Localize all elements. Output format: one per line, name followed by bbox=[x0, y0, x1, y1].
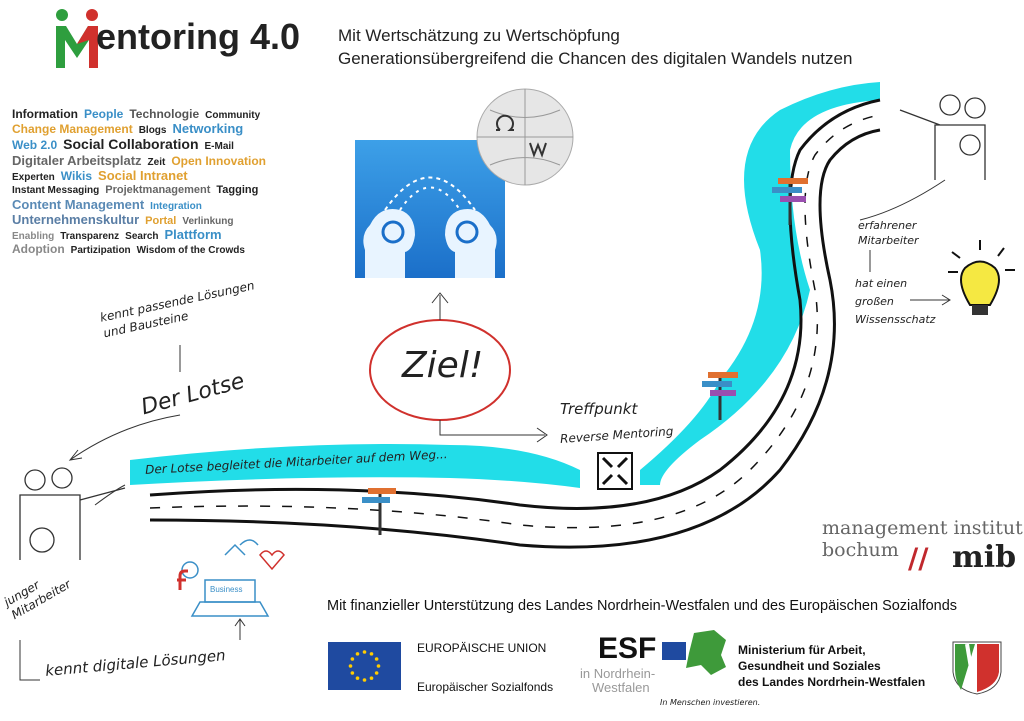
word-cloud-term: Technologie bbox=[129, 107, 200, 121]
esf-nrw-2: Westfalen bbox=[592, 680, 650, 695]
eu-star bbox=[369, 652, 374, 656]
word-cloud-term: Plattform bbox=[164, 227, 222, 243]
word-cloud-term: Blogs bbox=[138, 125, 167, 137]
word-cloud-term: Zeit bbox=[147, 156, 166, 168]
heads-gears-icon bbox=[363, 176, 497, 278]
esf-slogan: In Menschen investieren. bbox=[660, 698, 761, 707]
experienced-mentors-sketch bbox=[899, 94, 986, 180]
meeting-icon bbox=[597, 452, 633, 490]
word-cloud-term: People bbox=[84, 107, 124, 121]
mentoring-logo bbox=[52, 4, 98, 74]
note-treffpunkt: Treffpunkt bbox=[560, 400, 638, 418]
road-edge-2 bbox=[149, 128, 881, 549]
eu-star bbox=[376, 664, 381, 668]
eu-line2: Europäischer Sozialfonds bbox=[417, 680, 554, 694]
facebook-icon bbox=[177, 569, 188, 590]
ministry-line1: Ministerium für Arbeit, bbox=[738, 643, 866, 657]
eu-star bbox=[369, 676, 374, 680]
eu-star bbox=[355, 676, 360, 680]
note-ziel: Ziel! bbox=[402, 345, 484, 386]
river-right bbox=[640, 82, 880, 485]
eu-star bbox=[355, 652, 360, 656]
mentoring-figures-icon bbox=[56, 9, 98, 68]
word-cloud-term: Digitaler Arbeitsplatz bbox=[12, 152, 142, 168]
mib-line2: bochum bbox=[822, 539, 899, 561]
tagline-2: Generationsübergreifend die Chancen des … bbox=[338, 49, 853, 68]
eu-star bbox=[374, 657, 379, 661]
word-cloud-term: Change Management bbox=[12, 122, 133, 137]
mib-brand: mib bbox=[952, 540, 1017, 575]
eu-star bbox=[362, 650, 367, 654]
arrow-up bbox=[431, 292, 449, 320]
arrow-treffpunkt bbox=[439, 420, 548, 443]
arrow-lotse bbox=[68, 414, 181, 461]
river-left bbox=[130, 444, 580, 488]
word-cloud-term: Verlinkung bbox=[182, 215, 234, 227]
mib-line1: management institut bbox=[822, 517, 1023, 539]
tagline-1: Mit Wertschätzung zu Wertschöpfung bbox=[338, 26, 620, 45]
business-label: Business bbox=[210, 585, 243, 594]
signpost-icon bbox=[772, 178, 808, 225]
eu-star bbox=[350, 671, 355, 675]
signpost-icon bbox=[702, 372, 738, 420]
nrw-coat-of-arms-icon bbox=[952, 641, 1002, 695]
word-cloud-term: Community bbox=[205, 110, 261, 121]
eu-line1: EUROPÄISCHE UNION bbox=[417, 641, 547, 655]
word-cloud-term: Portal bbox=[145, 214, 177, 227]
word-cloud-term: Social Collaboration bbox=[63, 136, 199, 153]
word-cloud-term: Adoption bbox=[12, 242, 65, 257]
eu-star bbox=[348, 664, 353, 668]
word-cloud-term: Wikis bbox=[60, 169, 93, 184]
heart-icon bbox=[259, 550, 285, 571]
ministry-line2: Gesundheit und Soziales bbox=[738, 659, 881, 673]
word-cloud-term: Open Innovation bbox=[171, 153, 266, 168]
word-cloud-term: Enabling bbox=[12, 231, 55, 243]
note-wissensschatz: hat einen großen Wissensschatz bbox=[855, 277, 936, 326]
eu-flag bbox=[328, 642, 401, 690]
knowledge-exchange-image bbox=[355, 140, 505, 278]
signpost-icon bbox=[362, 488, 396, 535]
logo-text: entoring 4.0 bbox=[96, 16, 301, 57]
digital-solutions-sketch bbox=[181, 539, 270, 617]
word-cloud-term: Transparenz bbox=[60, 231, 120, 243]
eu-star bbox=[350, 657, 355, 661]
lightbulb-icon bbox=[948, 240, 1015, 315]
esf-nrw: in Nordrhein-Westfalen bbox=[580, 667, 655, 695]
word-cloud-term: Integration bbox=[150, 200, 202, 212]
word-cloud-term: Instant Messaging bbox=[12, 185, 100, 197]
ministry-line3: des Landes Nordrhein-Westfalen bbox=[738, 675, 926, 689]
eu-stars-icon bbox=[348, 650, 381, 682]
mib-slashes: // bbox=[908, 542, 929, 575]
word-cloud-term: Social Intranet bbox=[98, 168, 188, 184]
funding-text: Mit finanzieller Unterstützung des Lande… bbox=[327, 598, 958, 614]
word-cloud-term: E-Mail bbox=[204, 141, 234, 153]
word-cloud-term: Projektmanagement bbox=[105, 184, 211, 197]
esf-eu-flag bbox=[662, 642, 686, 660]
word-cloud-term: Content Management bbox=[12, 196, 145, 212]
eu-star bbox=[374, 671, 379, 675]
esf-logo-text: ESF bbox=[598, 632, 657, 665]
word-cloud-term: Tagging bbox=[216, 184, 259, 197]
eu-star bbox=[362, 678, 367, 682]
note-erfahrener: erfahrener Mitarbeiter bbox=[858, 219, 919, 247]
esf-nrw-1: in Nordrhein- bbox=[580, 666, 656, 681]
word-cloud-term: Wisdom of the Crowds bbox=[136, 245, 245, 257]
ministry-text: Ministerium für Arbeit, Gesundheit und So… bbox=[738, 642, 925, 690]
word-cloud-term: Web 2.0 bbox=[12, 138, 58, 153]
nrw-map-icon bbox=[686, 630, 726, 675]
arrows-inward-icon bbox=[601, 456, 629, 486]
word-cloud-term: Search bbox=[125, 231, 159, 243]
word-cloud-term: Experten bbox=[12, 172, 55, 184]
wikipedia-globe-icon bbox=[476, 88, 574, 186]
word-cloud-term: Information bbox=[12, 107, 78, 121]
word-cloud-term: Partizipation bbox=[70, 245, 131, 257]
word-cloud-term: Networking bbox=[172, 121, 244, 137]
word-cloud-term: Unternehmenskultur bbox=[12, 211, 140, 227]
young-mentors-sketch bbox=[19, 467, 126, 560]
